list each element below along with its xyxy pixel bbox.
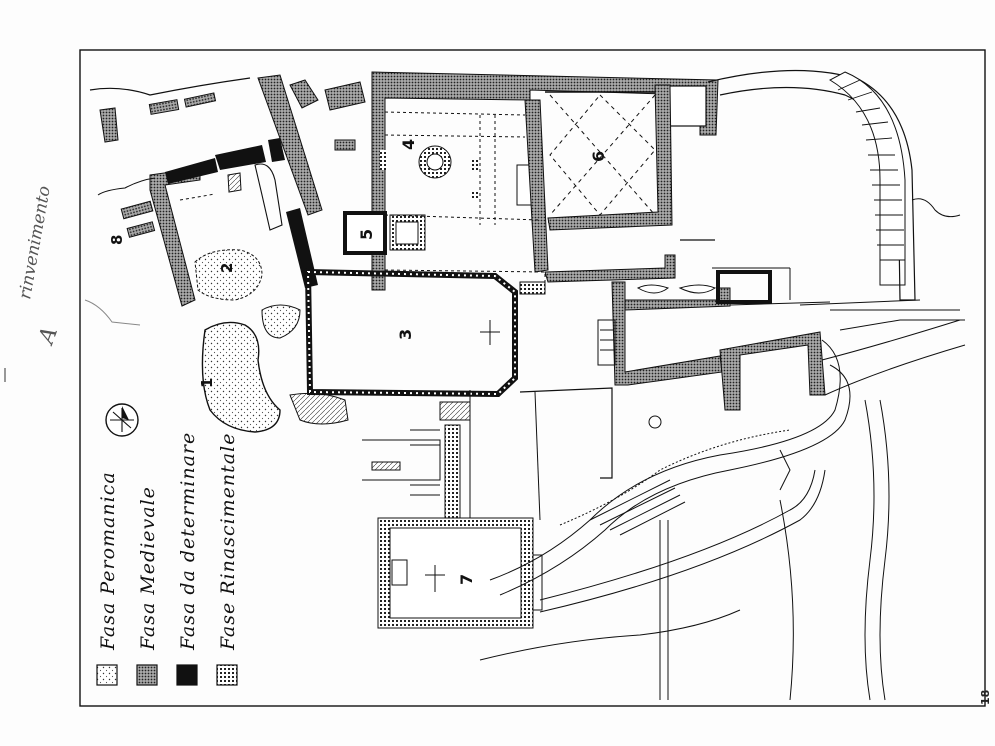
legend-label-da-determinare: Fasa da determinare: [177, 432, 199, 651]
room-label-6: 6: [589, 151, 608, 162]
room-7: [377, 517, 543, 629]
room-label-2: 2: [218, 263, 236, 273]
page-number: 18: [979, 690, 992, 705]
room-4-complex: [371, 71, 719, 291]
room-6: [545, 84, 673, 231]
medieval-wall-diagonal: [257, 74, 366, 288]
handwritten-mark: A: [33, 324, 63, 349]
legend-label-peromanica: Fasa Peromanica: [97, 471, 119, 651]
stairs-and-paths: [479, 69, 966, 701]
legend-swatch-medievale: [136, 664, 158, 686]
north-compass: [105, 403, 139, 437]
ruins-area-8: [89, 77, 266, 307]
room-label-5: 5: [357, 229, 376, 240]
legend-swatch-rinascimentale: [216, 664, 238, 686]
handwritten-note: rinvenimento: [15, 184, 55, 300]
room-1-2-area: [194, 163, 349, 433]
legend-swatch-da-determinare: [176, 664, 198, 686]
room-5: [343, 211, 541, 255]
room-3-nave: [304, 268, 546, 398]
room-label-7: 7: [457, 574, 476, 585]
room-label-4: 4: [399, 139, 418, 150]
pencil-arrow: [84, 299, 141, 326]
legend-label-rinascimentale: Fase Rinascimentale: [217, 433, 239, 651]
legend: Fasa Peromanica Fasa Medievale Fasa da d…: [96, 432, 239, 686]
legend-label-medievale: Fasa Medievale: [137, 486, 159, 651]
central-walls: [439, 254, 831, 521]
room-label-8: 8: [108, 235, 126, 245]
room-label-1: 1: [198, 378, 216, 388]
room-label-3: 3: [396, 329, 415, 340]
legend-swatch-peromanica: [96, 664, 118, 686]
page-frame: [79, 49, 986, 707]
corridor-to-room-7: [362, 424, 461, 521]
